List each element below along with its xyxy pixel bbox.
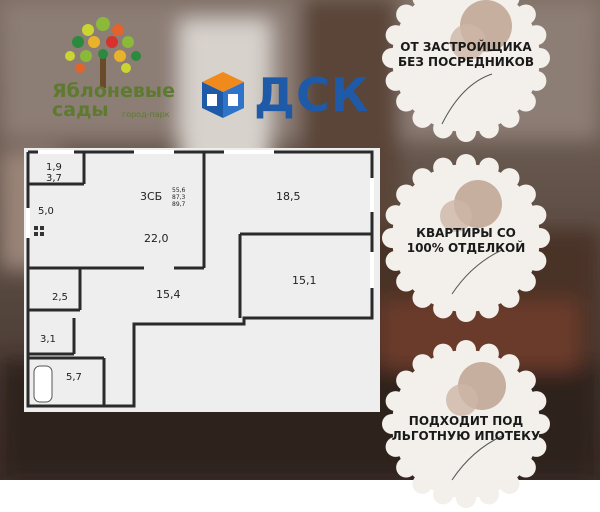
badge-full-finishing: КВАРТИРЫ СО 100% ОТДЕЛКОЙ [382, 154, 550, 322]
room-living: 22,0 [144, 232, 169, 245]
room-kitchen: 5,0 [38, 206, 54, 217]
room-storage: 3,1 [40, 334, 56, 345]
plan-area-total: 87,3 [172, 194, 186, 201]
room-wc: 2,5 [52, 292, 68, 303]
brand-name-line1: Яблоневые [52, 80, 175, 102]
room-bedroom-1: 18,5 [276, 190, 301, 203]
badge-3-line1: ПОДХОДИТ ПОД [408, 414, 524, 428]
badge-1-line1: ОТ ЗАСТРОЙЩИКА [400, 40, 532, 54]
scalloped-circle-icon [382, 154, 550, 322]
floor-plan: 3СБ 55,6 87,3 89,7 1,9 3,7 5,0 22,0 18,5… [24, 148, 380, 412]
developer-name: ДСК [254, 68, 370, 122]
badge-3-line2: ЛЬГОТНУЮ ИПОТЕКУ [391, 429, 541, 443]
room-bedroom-2: 15,1 [292, 274, 317, 287]
brand-subtitle: город-парк [122, 110, 170, 119]
room-hall: 15,4 [156, 288, 181, 301]
apple-tree-logo-icon [65, 17, 141, 88]
badge-from-developer: ОТ ЗАСТРОЙЩИКА БЕЗ ПОСРЕДНИКОВ [382, 0, 550, 142]
plan-area-with-balcony: 89,7 [172, 201, 186, 208]
plan-area-living: 55,6 [172, 187, 186, 194]
room-bath: 5,7 [66, 372, 82, 383]
dsk-cube-logo-icon [202, 72, 244, 118]
badge-preferential-mortgage: ПОДХОДИТ ПОД ЛЬГОТНУЮ ИПОТЕКУ [382, 340, 550, 508]
brand-name-line2: сады [52, 99, 109, 121]
plan-type-label: 3СБ [140, 190, 162, 203]
room-balcony-area: 3,7 [46, 173, 62, 184]
scalloped-circle-icon [382, 0, 550, 142]
brand-name: Яблоневые сады [52, 82, 175, 120]
badge-1-line2: БЕЗ ПОСРЕДНИКОВ [397, 55, 535, 69]
room-balcony: 1,9 [46, 162, 62, 173]
badge-2-line2: 100% ОТДЕЛКОЙ [406, 241, 526, 255]
badge-2-line1: КВАРТИРЫ СО [416, 226, 516, 240]
